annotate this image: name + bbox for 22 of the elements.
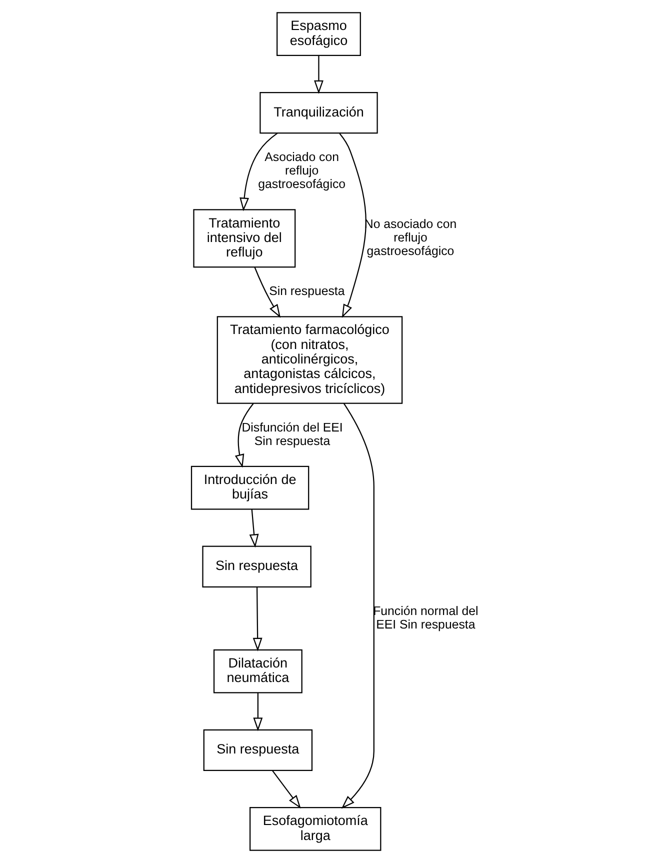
arrow [341, 403, 374, 809]
node-box: Sin respuesta [203, 729, 313, 771]
node-box: Sin respuesta [202, 546, 312, 588]
arrow [339, 133, 366, 318]
node-box: Esofagomiotomía larga [250, 807, 382, 851]
node-box: Tranquilización [260, 92, 378, 134]
edge-label: Asociado con reflujo gastroesofágico [258, 150, 346, 192]
edge-label: Disfunción del EEI Sin respuesta [242, 420, 343, 448]
arrow [253, 692, 263, 732]
arrow [252, 587, 262, 652]
node-box: Tratamiento farmacológico (con nitratos, anticolinérgicos, antagonistas cálcicos, antidepresivos tricíclicos) [216, 316, 403, 404]
edge-label: Sin respuesta [269, 284, 345, 298]
node-box: Introducción de bujías [190, 466, 310, 510]
arrow [254, 266, 281, 318]
arrow [240, 132, 278, 212]
node-box: Dilatación neumática [213, 649, 302, 694]
arrow [272, 770, 301, 809]
arrow [234, 403, 254, 468]
node-box: Espasmo esofágico [276, 12, 361, 56]
node-box: Tratamiento intensivo del reflujo [193, 209, 296, 268]
arrow [314, 56, 324, 94]
arrow [249, 509, 259, 548]
